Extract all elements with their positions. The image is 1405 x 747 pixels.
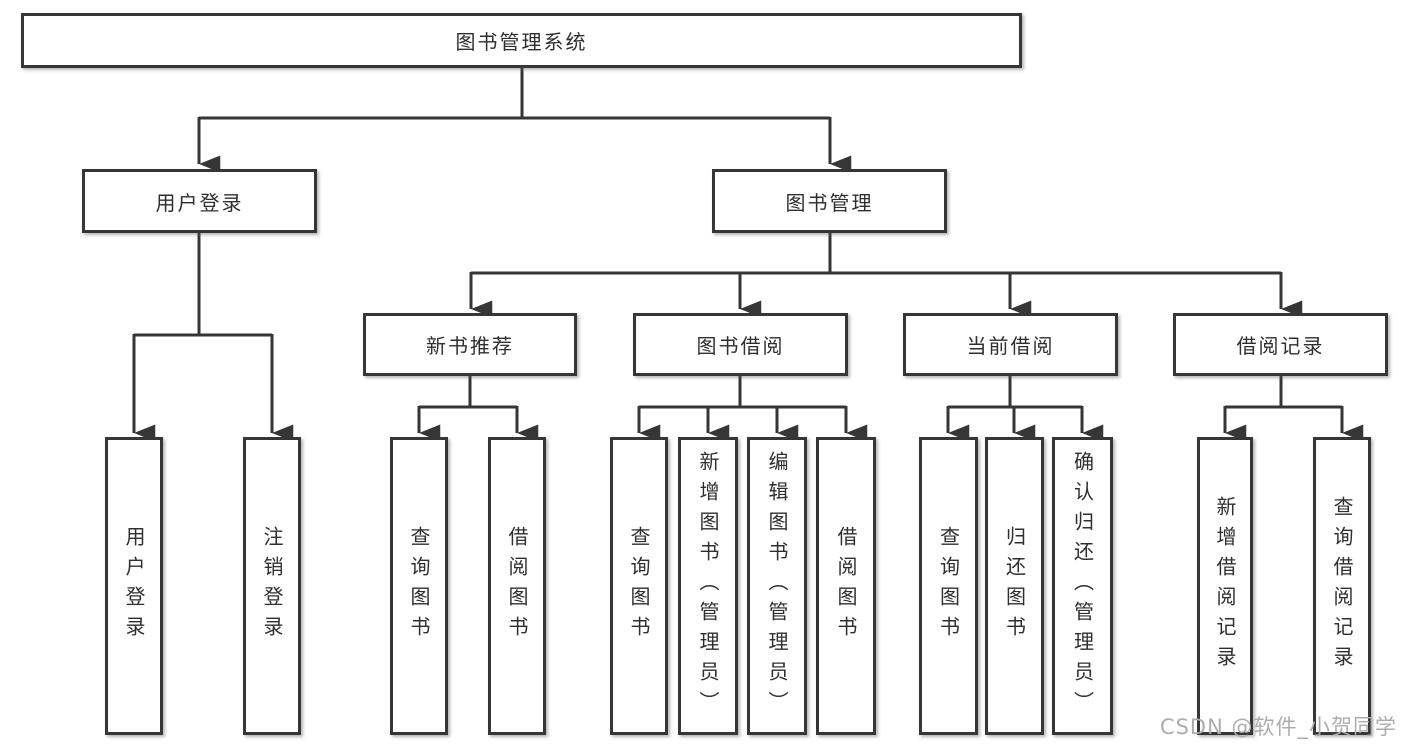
leaf-label: 查询图书 [936,526,961,646]
leaf-edit-book-admin: 编辑图书（管理员） [747,437,807,735]
leaf-query-borrow-record: 查询借阅记录 [1313,437,1371,735]
leaf-label: 新增图书（管理员） [696,451,720,721]
leaf-label: 用户登录 [122,526,146,646]
leaf-query-books-current: 查询图书 [919,437,978,735]
leaf-query-books-borrow: 查询图书 [610,437,668,735]
leaf-label: 注销登录 [260,526,284,646]
leaf-label: 查询借阅记录 [1330,496,1354,676]
leaf-label: 确认归还（管理员） [1070,451,1095,721]
leaf-query-books-recommend: 查询图书 [390,437,448,735]
leaf-borrow-books-recommend: 借阅图书 [488,437,546,735]
leaf-label: 新增借阅记录 [1213,496,1237,676]
node-user-login: 用户登录 [82,169,317,233]
leaf-logout: 注销登录 [243,437,301,735]
leaf-add-book-admin: 新增图书（管理员） [678,437,738,735]
csdn-watermark: CSDN @软件_小贺同学 [1159,715,1397,739]
node-borrow-records: 借阅记录 [1173,313,1388,376]
leaf-label: 归还图书 [1002,526,1027,646]
leaf-label: 查询图书 [407,526,431,646]
leaf-label: 借阅图书 [834,526,858,646]
node-book-management: 图书管理 [712,169,947,233]
node-new-book-recommend: 新书推荐 [363,313,577,376]
leaf-return-books: 归还图书 [985,437,1044,735]
node-book-borrow: 图书借阅 [633,313,848,376]
node-current-borrow: 当前借阅 [903,313,1118,376]
leaf-user-login: 用户登录 [105,437,163,735]
node-root-system: 图书管理系统 [21,13,1022,68]
leaf-label: 编辑图书（管理员） [765,451,789,721]
leaf-add-borrow-record: 新增借阅记录 [1197,437,1253,735]
leaf-confirm-return-admin: 确认归还（管理员） [1052,437,1113,735]
leaf-label: 查询图书 [627,526,651,646]
leaf-borrow-books: 借阅图书 [816,437,876,735]
leaf-label: 借阅图书 [505,526,529,646]
